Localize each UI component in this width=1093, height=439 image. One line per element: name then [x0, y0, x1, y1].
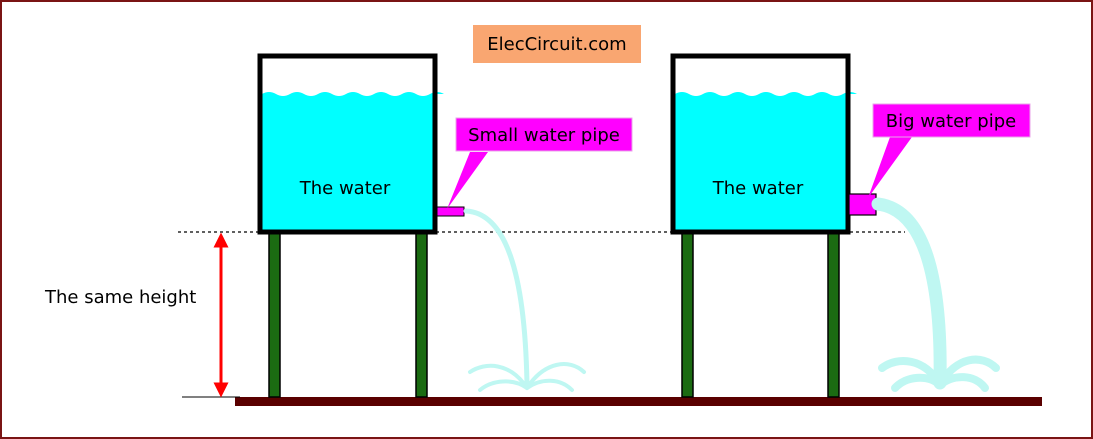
right-tank-body: [670, 53, 851, 235]
big-pipe-splash: [878, 355, 1000, 392]
left-tank-water: [262, 92, 444, 231]
brand-badge-bg: [473, 25, 641, 63]
big-pipe-callout: Big water pipe: [868, 103, 1031, 198]
big-pipe-callout-box: [872, 103, 1031, 138]
left-tank-label: The water: [299, 178, 391, 199]
big-pipe-callout-pointer: [868, 137, 912, 198]
brand-text: ElecCircuit.com: [487, 34, 626, 55]
small-pipe-splash: [468, 362, 586, 392]
small-pipe-callout-box: [455, 117, 633, 152]
small-pipe-callout: Small water pipe: [447, 117, 633, 209]
left-tank-leg-right: [415, 231, 428, 398]
left-tank-assembly: The water Small water pipe: [257, 53, 633, 398]
small-water-pipe: [436, 206, 465, 217]
right-tank-leg-left: [681, 231, 694, 398]
left-tank-body: [257, 53, 438, 235]
small-pipe-label: Small water pipe: [468, 125, 620, 146]
left-tank-leg-left: [268, 231, 281, 398]
ground: [235, 397, 1042, 406]
right-tank-label: The water: [712, 178, 804, 199]
right-tank-water: [675, 92, 857, 231]
big-pipe-water-stream: [871, 197, 947, 390]
brand-badge: ElecCircuit.com: [473, 25, 641, 63]
right-tank-leg-right: [827, 231, 840, 398]
small-pipe-callout-pointer: [447, 152, 488, 209]
same-height-label: The same height: [44, 287, 196, 308]
right-tank-assembly: The water Big water pipe: [670, 53, 1031, 398]
small-pipe-water-stream: [463, 208, 530, 388]
big-pipe-label: Big water pipe: [886, 111, 1016, 132]
